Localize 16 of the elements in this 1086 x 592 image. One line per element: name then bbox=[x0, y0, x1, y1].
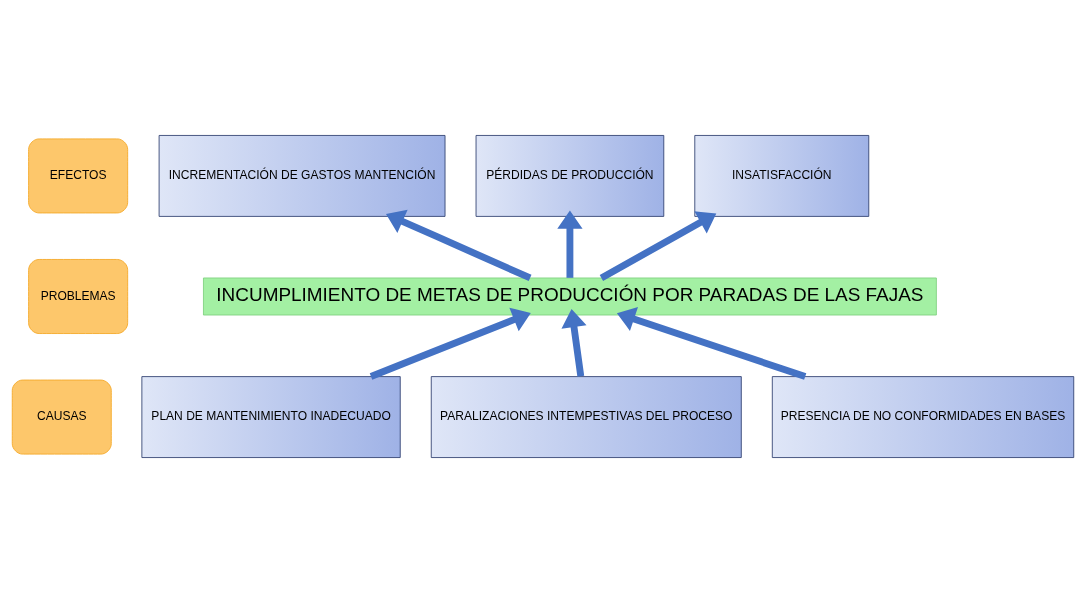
arrow bbox=[557, 210, 583, 278]
arrow bbox=[369, 307, 531, 380]
node-box: PROBLEMAS bbox=[28, 258, 129, 334]
node-box: INCUMPLIMIENTO DE METAS DE PRODUCCIÓN POR PARADAS DE LAS FAJAS bbox=[203, 277, 937, 315]
arrow bbox=[616, 306, 807, 380]
node-box: PRESENCIA DE NO CONFORMIDADES EN BASES bbox=[771, 375, 1075, 458]
node-box: PÉRDIDAS DE PRODUCCIÓN bbox=[475, 134, 665, 217]
node-box: EFECTOS bbox=[28, 137, 129, 213]
arrow bbox=[561, 308, 587, 377]
arrow bbox=[385, 209, 532, 281]
node-box: INSATISFACCIÓN bbox=[694, 134, 870, 217]
node-box: PLAN DE MANTENIMIENTO INADECUADO bbox=[141, 375, 401, 458]
node-box: CAUSAS bbox=[11, 379, 112, 455]
node-box: PARALIZACIONES INTEMPESTIVAS DEL PROCESO bbox=[430, 375, 742, 458]
arrow bbox=[599, 210, 717, 281]
node-box: INCREMENTACIÓN DE GASTOS MANTENCIÓN bbox=[158, 134, 446, 217]
